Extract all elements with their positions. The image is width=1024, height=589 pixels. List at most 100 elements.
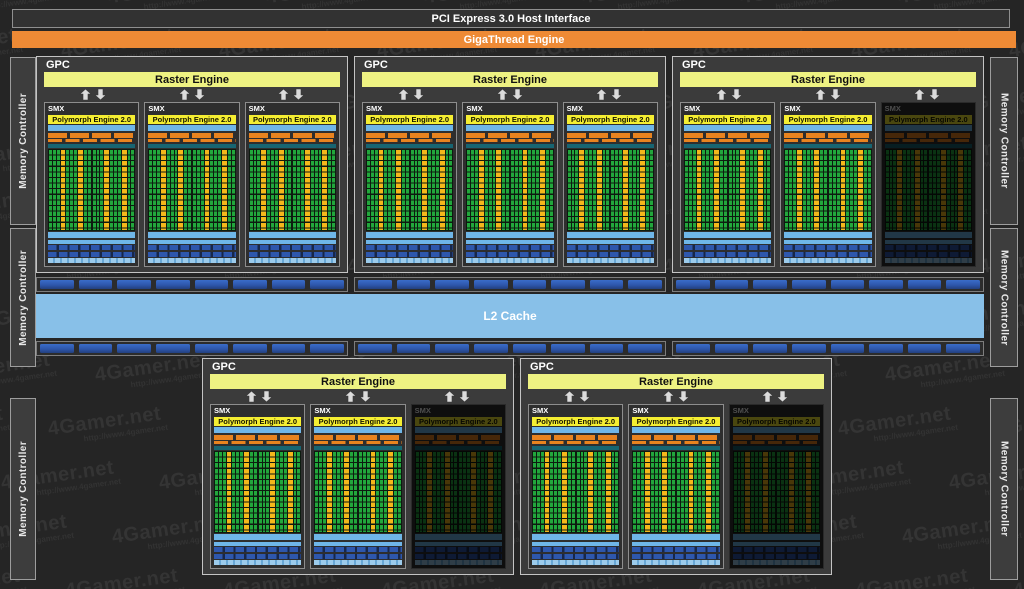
smx-cache-bar (784, 239, 872, 244)
core-column (222, 150, 227, 230)
core-column (602, 150, 606, 230)
core-grid-half (829, 150, 871, 230)
smx-load-store-row (884, 245, 972, 250)
core-column (633, 452, 637, 532)
core-grid-half (611, 150, 653, 230)
core-grid-half (258, 452, 301, 532)
core-grid-half (885, 150, 928, 230)
core-column (889, 150, 893, 230)
smx-dispatch-segments-row2 (784, 139, 872, 142)
core-column (210, 150, 214, 230)
smx-texture-units-bar (248, 258, 336, 263)
smx-dispatch-segments-row1 (414, 434, 502, 440)
core-column (740, 150, 746, 230)
core-column (423, 452, 427, 532)
smx-dispatch-segments-row1 (884, 132, 972, 138)
core-column (117, 150, 121, 230)
core-column (611, 452, 615, 532)
smx-register-file-bar (466, 143, 554, 148)
core-column (153, 150, 157, 230)
core-column (601, 452, 605, 532)
core-column (359, 452, 362, 532)
memory-block (869, 344, 903, 353)
smx-texture-units-bar (48, 258, 136, 263)
arrow-cell (877, 88, 976, 101)
core-column (746, 150, 749, 230)
core-column (326, 452, 332, 532)
core-column (401, 150, 405, 230)
smx-interconnect-bar (148, 232, 236, 238)
arrow-cell (143, 88, 242, 101)
polymorph-engine-bar: Polymorph Engine 2.0 (732, 416, 820, 426)
smx-dispatch-segments-row2 (148, 139, 236, 142)
polymorph-engine-bar: Polymorph Engine 2.0 (48, 114, 136, 124)
memory-block (271, 280, 306, 289)
core-column (688, 150, 692, 230)
core-column (262, 452, 266, 532)
smx-load-store-row (732, 547, 820, 552)
core-grid-half (467, 150, 509, 230)
core-column (480, 452, 484, 532)
core-column (910, 150, 914, 230)
core-column (370, 452, 376, 532)
smx-interconnect-bar (732, 534, 820, 540)
core-column (619, 150, 622, 230)
smx-texture-units-bar (314, 560, 402, 565)
smx-interconnect-bar (48, 232, 136, 238)
core-column (867, 150, 871, 230)
core-column (806, 452, 812, 532)
smx-cache-bar (148, 239, 236, 244)
core-column (318, 150, 322, 230)
core-column (484, 150, 488, 230)
cuda-core-grid (732, 451, 820, 533)
memory-block (628, 280, 662, 289)
core-column (498, 452, 501, 532)
memory-block (78, 344, 113, 353)
core-column (274, 150, 278, 230)
smx-dispatch-segments-row1 (732, 434, 820, 440)
core-column (622, 150, 628, 230)
memory-controller-left-2: Memory Controller (10, 228, 36, 367)
memory-block (753, 344, 787, 353)
core-column (392, 150, 396, 230)
core-column (658, 452, 662, 532)
smx-scheduler-bar (414, 427, 502, 433)
smx-dispatch-segments-row2 (248, 139, 336, 142)
core-column (584, 452, 588, 532)
core-column (87, 150, 91, 230)
core-column (745, 452, 751, 532)
core-column (793, 150, 796, 230)
smx-texture-units-bar (532, 560, 620, 565)
memory-block (271, 344, 306, 353)
core-grid-half (293, 150, 335, 230)
smx-label: SMX (566, 104, 583, 113)
core-column (532, 150, 536, 230)
core-column (362, 452, 366, 532)
core-column (184, 150, 188, 230)
smx-dispatch-segments-row2 (566, 139, 654, 142)
memory-block (946, 344, 980, 353)
smx-scheduler-bar (566, 125, 654, 131)
l2-interface-strip-bottom (36, 341, 984, 356)
smx-sfu-row (48, 251, 136, 257)
smx-interconnect-bar (532, 534, 620, 540)
smx-sfu-row (466, 251, 554, 257)
core-column (668, 452, 672, 532)
memory-block (791, 280, 826, 289)
core-column (802, 452, 806, 532)
memory-block (714, 344, 749, 353)
core-column (640, 150, 646, 230)
memory-block (396, 344, 431, 353)
smx-dispatch-segments-row1 (466, 132, 554, 138)
core-column (149, 150, 153, 230)
smx-dispatch-segments-row2 (214, 441, 302, 444)
smx-sfu-row (684, 251, 772, 257)
core-column (110, 150, 113, 230)
cuda-core-grid (148, 149, 236, 231)
